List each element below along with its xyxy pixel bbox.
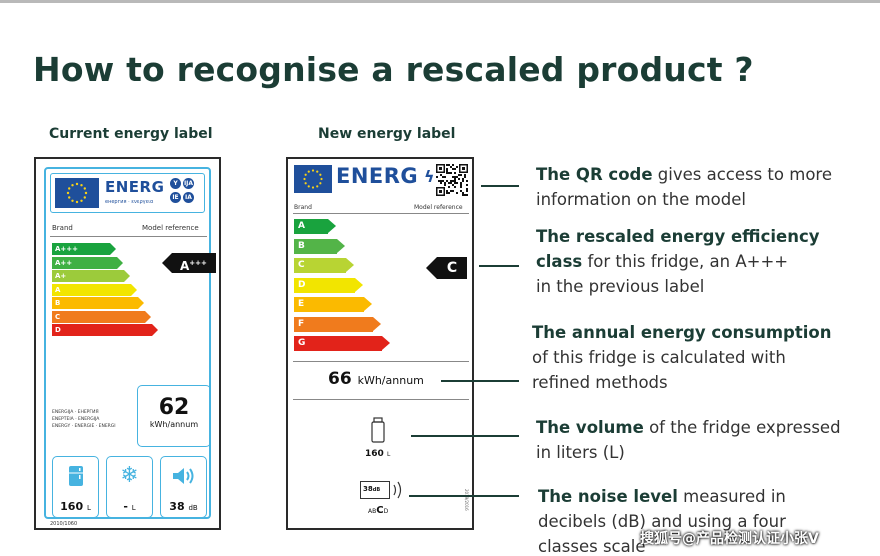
energy-class-bar: A++ — [52, 256, 123, 269]
energy-class-bar: C — [294, 258, 354, 273]
connector-consumption — [441, 380, 519, 382]
freezer-pictogram: ❄ - L — [106, 456, 153, 518]
connector-noise — [409, 495, 519, 497]
new-energy-consumption: 66 kWh/annum — [328, 369, 424, 389]
regulation-number: 2010/1060 — [50, 521, 78, 527]
current-label-heading: Current energy label — [49, 126, 213, 142]
new-rating-arrow: C — [426, 257, 467, 279]
eu-flag-icon — [55, 178, 99, 208]
brand-text: Brand — [294, 204, 312, 211]
lightning-bolt-icon: ϟ — [424, 167, 435, 186]
current-label-frame: ENERG енергия · ενεργεια Y IJA IE IA Bra… — [44, 167, 216, 527]
energy-class-bar: G — [294, 336, 390, 351]
fridge-icon — [69, 466, 83, 486]
divider — [293, 213, 469, 214]
energy-class-bar: A+++ — [52, 243, 116, 255]
energy-class-bar: D — [52, 324, 158, 336]
energy-class-bar: A+ — [52, 270, 130, 282]
qr-code-icon — [436, 164, 468, 196]
fridge-icon — [371, 417, 385, 443]
new-label-heading: New energy label — [318, 126, 456, 142]
class-badge: IA — [183, 192, 194, 203]
energ-wordmark: ENERG — [105, 178, 165, 196]
connector-volume — [411, 435, 519, 437]
languages-list: ENERGIJA · ЕНЕРГИЯ ENEPTEIA · ENERGIJA E… — [52, 410, 116, 429]
noise-class-scale: ABCD — [368, 505, 389, 516]
eu-flag-icon — [294, 165, 332, 193]
top-divider — [0, 0, 880, 3]
current-label-header: ENERG енергия · ενεργεια Y IJA IE IA — [50, 173, 205, 213]
page-title: How to recognise a rescaled product ? — [33, 50, 754, 89]
divider — [293, 399, 469, 400]
energy-class-bar: B — [52, 297, 144, 309]
model-reference-text: Model reference — [414, 204, 463, 211]
class-badge: IE — [170, 192, 181, 203]
energy-class-bar: D — [294, 277, 363, 293]
regulation-number: 2019/2016 — [464, 489, 469, 511]
energy-class-bar: A — [294, 219, 336, 234]
noise-pictogram: 38 dB — [160, 456, 207, 518]
new-noise-value: 38dB — [360, 481, 390, 499]
energ-wordmark: ENERG — [336, 164, 419, 188]
energy-class-bar: E — [294, 297, 372, 312]
divider — [293, 361, 469, 362]
sound-waves-icon — [393, 481, 402, 499]
speaker-icon — [173, 468, 194, 484]
new-volume-value: 160 L — [365, 449, 391, 459]
volume-pictogram: 160 L — [52, 456, 99, 518]
model-reference-text: Model reference — [142, 224, 199, 232]
connector-class — [479, 265, 519, 267]
energy-class-bar: B — [294, 238, 345, 254]
connector-qr — [481, 185, 519, 187]
class-badge: IJA — [183, 178, 194, 189]
energy-class-bar: A — [52, 283, 137, 296]
watermark-text: 搜狐号@产品检测认证小张V — [640, 531, 819, 547]
divider — [50, 236, 207, 237]
snowflake-icon: ❄ — [120, 463, 139, 488]
current-rating-arrow: A+++ — [162, 253, 216, 273]
brand-text: Brand — [52, 224, 73, 232]
energy-class-bar: C — [52, 310, 151, 323]
energy-class-bar: F — [294, 316, 381, 332]
class-badge: Y — [170, 178, 181, 189]
energ-subtext: енергия · ενεργεια — [105, 199, 154, 205]
current-energy-consumption: 62 kWh/annum — [137, 385, 211, 447]
current-energy-label: ENERG енергия · ενεργεια Y IJA IE IA Bra… — [34, 157, 221, 530]
